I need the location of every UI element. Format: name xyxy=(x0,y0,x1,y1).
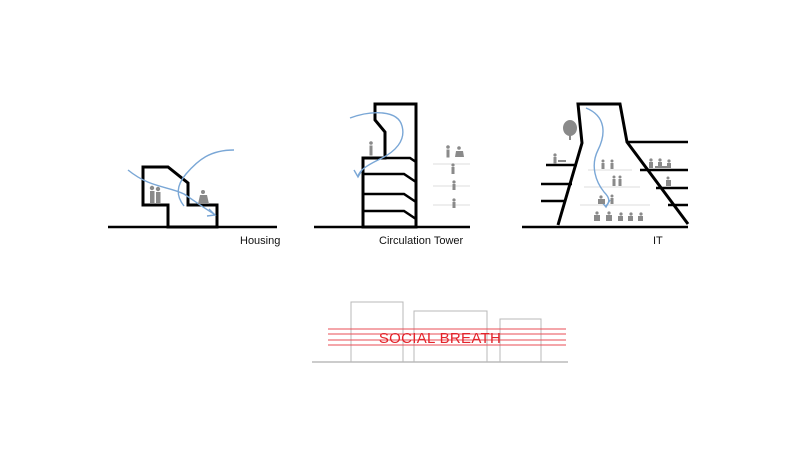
housing-people-figures xyxy=(149,185,209,204)
tower-floor-ticks xyxy=(433,163,470,206)
it-label: IT xyxy=(653,235,663,247)
tower-airflow-arrow xyxy=(349,112,404,177)
social-breath-title: SOCIAL BREATH xyxy=(379,330,501,347)
tower-people-figures xyxy=(369,141,464,208)
housing-label: Housing xyxy=(240,235,280,247)
tower-section-outline xyxy=(361,102,418,229)
housing-airflow-arrowhead xyxy=(206,208,217,217)
social-breath-band-lines xyxy=(328,328,566,346)
social-breath-diagram: SOCIAL BREATH xyxy=(312,301,568,363)
it-diagram: IT xyxy=(522,102,690,247)
tower-airflow-arrowhead xyxy=(353,169,363,179)
tower-floor-slabs xyxy=(363,156,417,221)
it-interior-levels xyxy=(580,169,650,206)
housing-airflow-arrow xyxy=(127,169,215,215)
it-floor-slabs xyxy=(541,140,688,207)
it-airflow-arrow xyxy=(585,107,610,207)
it-people-figures xyxy=(553,153,671,221)
housing-airflow-arrow-2 xyxy=(177,149,235,207)
circulation-tower-label: Circulation Tower xyxy=(379,235,464,247)
housing-section-outline xyxy=(141,165,219,229)
housing-diagram: Housing xyxy=(108,149,280,247)
circulation-tower-diagram: Circulation Tower xyxy=(314,102,470,247)
it-tree-icon xyxy=(563,120,577,140)
it-section-outline xyxy=(556,102,690,226)
